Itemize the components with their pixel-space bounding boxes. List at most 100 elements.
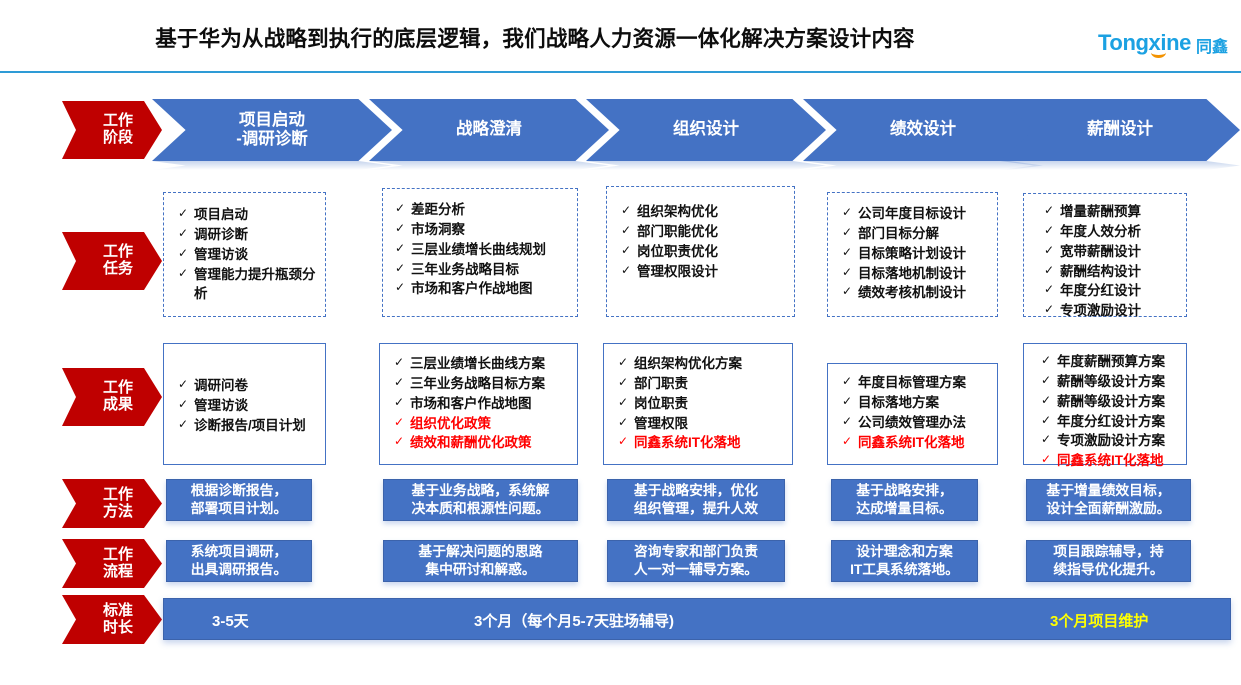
stage-title-line1: 项目启动 — [239, 110, 305, 129]
method-box-3: 基于战略安排，优化 组织管理，提升人效 — [607, 479, 785, 521]
check-icon: ✓ — [178, 416, 189, 431]
check-icon: ✓ — [178, 245, 189, 260]
list-item: ✓管理访谈 — [178, 245, 248, 262]
row-label-line2: 任务 — [102, 260, 133, 277]
list-item: ✓组织优化政策 — [394, 414, 491, 431]
method-box-5: 基于增量绩效目标， 设计全面薪酬激励。 — [1026, 479, 1191, 521]
list-item: ✓管理能力提升瓶颈分析 — [178, 265, 316, 302]
process-line1: 设计理念和方案 — [856, 544, 953, 560]
check-icon: ✓ — [178, 396, 189, 411]
task-list: ✓项目启动 ✓调研诊断 ✓管理访谈 ✓管理能力提升瓶颈分析 — [178, 205, 325, 304]
check-icon: ✓ — [1044, 203, 1055, 217]
row-label-work-process: 工作 流程 — [62, 539, 162, 588]
stage-title-line1: 战略澄清 — [456, 120, 522, 139]
list-item: ✓部门目标分解 — [842, 224, 939, 241]
row-label-line2: 阶段 — [102, 129, 133, 146]
list-item: ✓目标落地机制设计 — [842, 264, 966, 281]
process-box-1: 系统项目调研， 出具调研报告。 — [166, 540, 312, 582]
row-label-line1: 标准 — [102, 601, 133, 619]
process-box-4: 设计理念和方案 IT工具系统落地。 — [831, 540, 978, 582]
list-item: ✓薪酬等级设计方案 — [1041, 372, 1165, 389]
list-item: ✓三层业绩增长曲线方案 — [394, 355, 545, 371]
process-line1: 系统项目调研， — [190, 544, 288, 560]
check-icon: ✓ — [394, 374, 405, 389]
check-icon: ✓ — [394, 414, 405, 429]
process-line1: 咨询专家和部门负责 — [633, 544, 759, 560]
list-item: ✓增量薪酬预算 — [1044, 203, 1141, 219]
check-icon: ✓ — [395, 220, 406, 235]
list-item: ✓组织架构优化 — [621, 203, 718, 219]
check-icon: ✓ — [395, 201, 406, 215]
list-item: ✓三年业务战略目标方案 — [394, 374, 545, 391]
check-icon: ✓ — [621, 222, 632, 237]
check-icon: ✓ — [1041, 392, 1052, 407]
list-item: ✓岗位职责优化 — [621, 242, 718, 259]
list-item: ✓同鑫系统IT化落地 — [618, 434, 741, 451]
list-item: ✓项目启动 — [178, 206, 248, 222]
company-logo: Tongxine 同鑫 — [1098, 30, 1230, 62]
check-icon: ✓ — [621, 262, 632, 277]
stage-title-line1: 薪酬设计 — [1087, 120, 1153, 139]
outcome-box-3: ✓组织架构优化方案 ✓部门职责 ✓岗位职责 ✓管理权限 ✓同鑫系统IT化落地 — [603, 343, 793, 465]
list-item: ✓三层业绩增长曲线规划 — [395, 240, 546, 257]
stage-title-line2: -调研诊断 — [236, 130, 308, 148]
check-icon: ✓ — [1044, 242, 1055, 257]
task-box-4: ✓公司年度目标设计 ✓部门目标分解 ✓目标策略计划设计 ✓目标落地机制设计 ✓绩… — [827, 192, 998, 317]
row-label-line2: 流程 — [102, 562, 133, 580]
list-item: ✓目标落地方案 — [842, 393, 939, 410]
check-icon: ✓ — [842, 433, 853, 448]
row-label-line2: 时长 — [102, 618, 133, 636]
stage-chevron-3[interactable]: 组织设计 — [586, 99, 826, 161]
task-box-5: ✓增量薪酬预算 ✓年度人效分析 ✓宽带薪酬设计 ✓薪酬结构设计 ✓年度分红设计 … — [1023, 193, 1187, 318]
outcome-list: ✓三层业绩增长曲线方案 ✓三年业务战略目标方案 ✓市场和客户作战地图 ✓组织优化… — [394, 354, 577, 453]
outcome-list: ✓组织架构优化方案 ✓部门职责 ✓岗位职责 ✓管理权限 ✓同鑫系统IT化落地 — [618, 354, 792, 453]
check-icon: ✓ — [1041, 452, 1052, 467]
process-line2: 续指导优化提升。 — [1053, 562, 1164, 577]
task-box-2: ✓差距分析 ✓市场洞察 ✓三层业绩增长曲线规划 ✓三年业务战略目标 ✓市场和客户… — [382, 188, 578, 317]
list-item: ✓宽带薪酬设计 — [1044, 242, 1141, 259]
method-line2: 组织管理，提升人效 — [633, 501, 759, 516]
method-box-1: 根据诊断报告， 部署项目计划。 — [166, 479, 312, 521]
row-label-standard-duration: 标准 时长 — [62, 595, 162, 644]
task-box-3: ✓组织架构优化 ✓部门职能优化 ✓岗位职责优化 ✓管理权限设计 — [606, 186, 795, 317]
outcome-list: ✓年度薪酬预算方案 ✓薪酬等级设计方案 ✓薪酬等级设计方案 ✓年度分红设计方案 … — [1041, 352, 1186, 471]
method-line2: 达成增量目标。 — [856, 501, 953, 516]
check-icon: ✓ — [1044, 262, 1055, 277]
process-line2: IT工具系统落地。 — [850, 562, 959, 577]
list-item: ✓年度分红设计方案 — [1041, 412, 1165, 429]
check-icon: ✓ — [842, 205, 853, 219]
list-item: ✓年度分红设计 — [1044, 282, 1141, 299]
stage-chevron-1[interactable]: 项目启动 -调研诊断 — [152, 99, 392, 161]
task-list: ✓公司年度目标设计 ✓部门目标分解 ✓目标策略计划设计 ✓目标落地机制设计 ✓绩… — [842, 204, 997, 303]
outcome-box-5: ✓年度薪酬预算方案 ✓薪酬等级设计方案 ✓薪酬等级设计方案 ✓年度分红设计方案 … — [1023, 343, 1187, 468]
check-icon: ✓ — [1044, 282, 1055, 297]
stage-chevron-5[interactable]: 薪酬设计 — [1000, 99, 1240, 161]
method-line1: 基于战略安排，优化 — [633, 483, 759, 499]
check-icon: ✓ — [618, 414, 629, 429]
list-item: ✓年度目标管理方案 — [842, 374, 966, 390]
list-item: ✓公司绩效管理办法 — [842, 413, 966, 430]
row-label-work-task: 工作 任务 — [62, 232, 162, 290]
check-icon: ✓ — [1041, 372, 1052, 387]
check-icon: ✓ — [842, 224, 853, 239]
outcome-list: ✓调研问卷 ✓管理访谈 ✓诊断报告/项目计划 — [178, 376, 325, 436]
check-icon: ✓ — [842, 374, 853, 388]
check-icon: ✓ — [395, 240, 406, 255]
list-item: ✓专项激励设计 — [1044, 302, 1141, 319]
check-icon: ✓ — [842, 413, 853, 428]
check-icon: ✓ — [621, 242, 632, 257]
stage-chevron-2[interactable]: 战略澄清 — [369, 99, 609, 161]
list-item: ✓市场和客户作战地图 — [395, 280, 533, 297]
logo-chinese-name: 同鑫 — [1196, 39, 1229, 56]
process-line1: 基于解决问题的思路 — [418, 544, 543, 560]
list-item: ✓部门职责 — [618, 374, 688, 391]
process-box-2: 基于解决问题的思路 集中研讨和解惑。 — [383, 540, 578, 582]
stage-chevron-4[interactable]: 绩效设计 — [803, 99, 1043, 161]
method-line1: 基于增量绩效目标， — [1046, 483, 1171, 499]
process-box-3: 咨询专家和部门负责 人一对一辅导方案。 — [607, 540, 785, 582]
list-item: ✓部门职能优化 — [621, 222, 718, 239]
task-list: ✓差距分析 ✓市场洞察 ✓三层业绩增长曲线规划 ✓三年业务战略目标 ✓市场和客户… — [395, 200, 577, 299]
check-icon: ✓ — [621, 203, 632, 217]
list-item: ✓市场和客户作战地图 — [394, 394, 532, 411]
method-line2: 决本质和根源性问题。 — [411, 501, 550, 516]
